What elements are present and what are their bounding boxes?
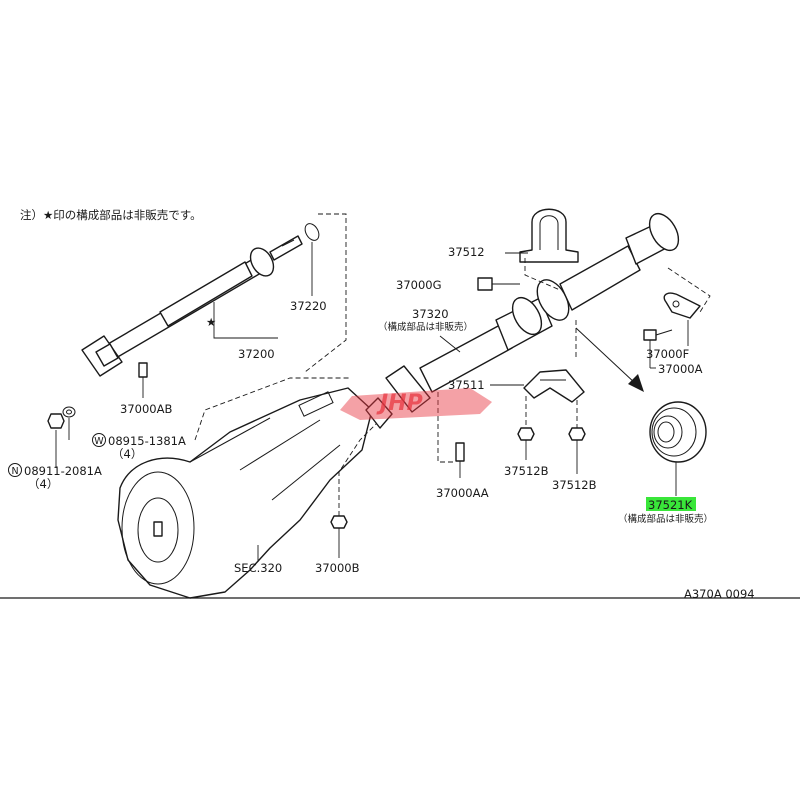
label-SEC320: SEC.320 <box>234 561 282 575</box>
svg-text:N: N <box>11 466 18 477</box>
label-37000A: 37000A <box>658 362 703 376</box>
not-sold-note-37521K: （構成部品は非販売） <box>618 513 713 525</box>
note-text: 注）★印の構成部品は非販売です。 <box>20 208 202 222</box>
pointer-arrow <box>575 327 637 385</box>
bushing-37512B-left <box>517 427 535 460</box>
bolt-37000AB <box>138 362 148 398</box>
label-37521K: 37521K <box>648 498 693 512</box>
not-sold-note-37320: （構成部品は非販売） <box>378 321 473 333</box>
rear-propeller-shaft-37320 <box>365 212 680 429</box>
label-37000F: 37000F <box>646 347 689 361</box>
bushing-37512B-right <box>568 427 586 474</box>
label-37000AB: 37000AB <box>120 402 172 416</box>
qty-nut: （4） <box>28 477 58 491</box>
figure-code: A370A 0094 <box>684 587 755 601</box>
center-bearing-bracket-37512 <box>519 208 579 263</box>
label-37200: 37200 <box>238 347 275 361</box>
qty-washer: （4） <box>112 447 142 461</box>
bolt-37000A <box>643 329 673 369</box>
front-propeller-shaft-37200 <box>81 223 320 377</box>
nut-37000B <box>330 515 348 558</box>
damper-37521K <box>649 401 707 496</box>
svg-text:W: W <box>94 436 104 447</box>
label-37000G: 37000G <box>396 278 442 292</box>
label-37512: 37512 <box>448 245 485 259</box>
washer-symbol <box>92 433 106 447</box>
watermark-logo: JHP <box>340 388 492 420</box>
star-mark: ★ <box>206 315 216 329</box>
label-37511: 37511 <box>448 378 485 392</box>
bracket-37511 <box>523 369 585 403</box>
washer-08915-1381A <box>62 406 76 418</box>
washer-plate-37000F <box>663 292 701 319</box>
label-08911-2081A: 08911-2081A <box>24 464 102 478</box>
label-37000B: 37000B <box>315 561 360 575</box>
svg-text:JHP: JHP <box>376 391 423 416</box>
nut-08911-2081A <box>47 413 65 429</box>
label-37512B-right: 37512B <box>552 478 597 492</box>
transmission-sec320 <box>117 377 373 599</box>
bolt-37000G <box>477 277 520 291</box>
nut-symbol <box>8 463 22 477</box>
label-08915-1381A: 08915-1381A <box>108 434 186 448</box>
label-37220: 37220 <box>290 299 327 313</box>
label-37512B-left: 37512B <box>504 464 549 478</box>
label-37000AA: 37000AA <box>436 486 489 500</box>
label-37320: 37320 <box>412 307 449 321</box>
bolt-37000AA <box>455 442 465 478</box>
oring-37220 <box>304 223 320 241</box>
highlight-37521K <box>646 497 696 511</box>
